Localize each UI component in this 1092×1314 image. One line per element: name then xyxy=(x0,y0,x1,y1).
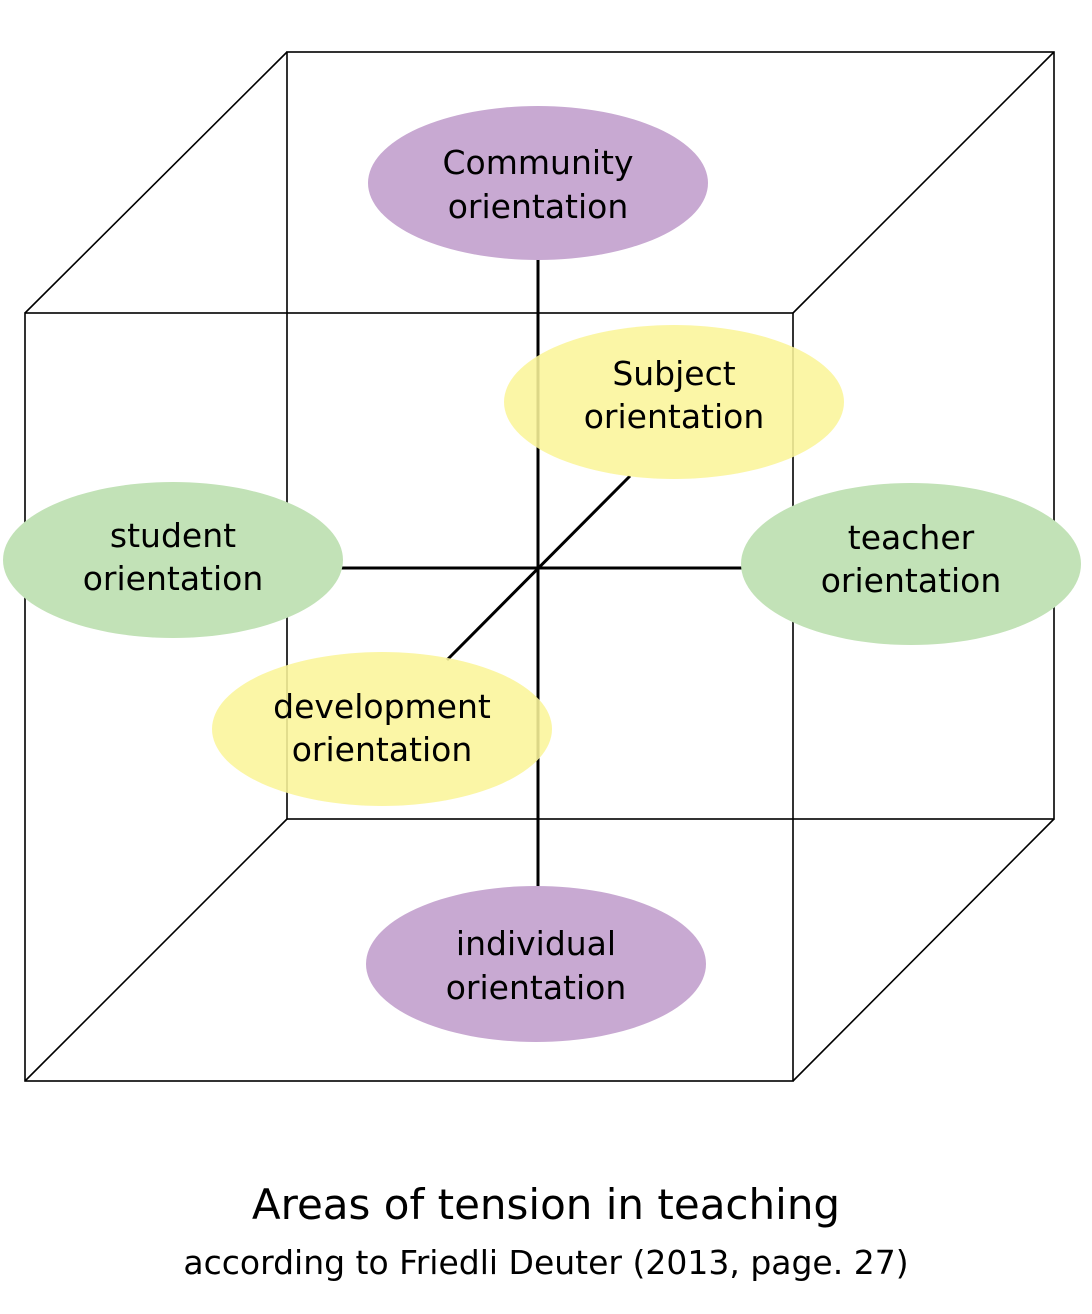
subject-orientation-label-line1: Subject xyxy=(612,354,735,393)
cube-edge-top-left xyxy=(24,51,288,314)
community-orientation-ellipse xyxy=(368,106,708,260)
teacher-orientation-ellipse xyxy=(741,483,1081,645)
individual-orientation-node: individual orientation xyxy=(366,886,706,1042)
teacher-orientation-label-line2: orientation xyxy=(821,561,1002,600)
student-orientation-label-line1: student xyxy=(110,516,236,555)
cube-edge-bottom-left xyxy=(24,818,288,1082)
student-orientation-label-line2: orientation xyxy=(83,559,264,598)
development-orientation-node: development orientation xyxy=(212,652,552,806)
subject-orientation-label-line2: orientation xyxy=(584,397,765,436)
subject-orientation-node: Subject orientation xyxy=(504,325,844,479)
individual-orientation-ellipse xyxy=(366,886,706,1042)
depth-axis xyxy=(445,474,632,662)
student-orientation-ellipse xyxy=(3,482,343,638)
individual-orientation-label-line2: orientation xyxy=(446,968,627,1007)
development-orientation-label-line1: development xyxy=(273,687,491,726)
development-orientation-label-line2: orientation xyxy=(292,730,473,769)
cube-wireframe xyxy=(24,51,1055,1082)
cube-back-face xyxy=(286,51,1055,820)
community-orientation-node: Community orientation xyxy=(368,106,708,260)
individual-orientation-label-line1: individual xyxy=(456,924,616,963)
development-orientation-ellipse xyxy=(212,652,552,806)
caption-subtitle: according to Friedli Deuter (2013, page.… xyxy=(183,1243,909,1282)
teacher-orientation-label-line1: teacher xyxy=(848,518,975,557)
student-orientation-node: student orientation xyxy=(3,482,343,638)
cube-front-face xyxy=(24,312,794,1082)
subject-orientation-ellipse xyxy=(504,325,844,479)
cube-edge-bottom-right xyxy=(792,818,1055,1082)
community-orientation-label-line2: orientation xyxy=(448,187,629,226)
community-orientation-label-line1: Community xyxy=(443,143,634,182)
caption-title: Areas of tension in teaching xyxy=(251,1180,841,1229)
cube-edge-top-right xyxy=(792,51,1055,314)
teacher-orientation-node: teacher orientation xyxy=(741,483,1081,645)
